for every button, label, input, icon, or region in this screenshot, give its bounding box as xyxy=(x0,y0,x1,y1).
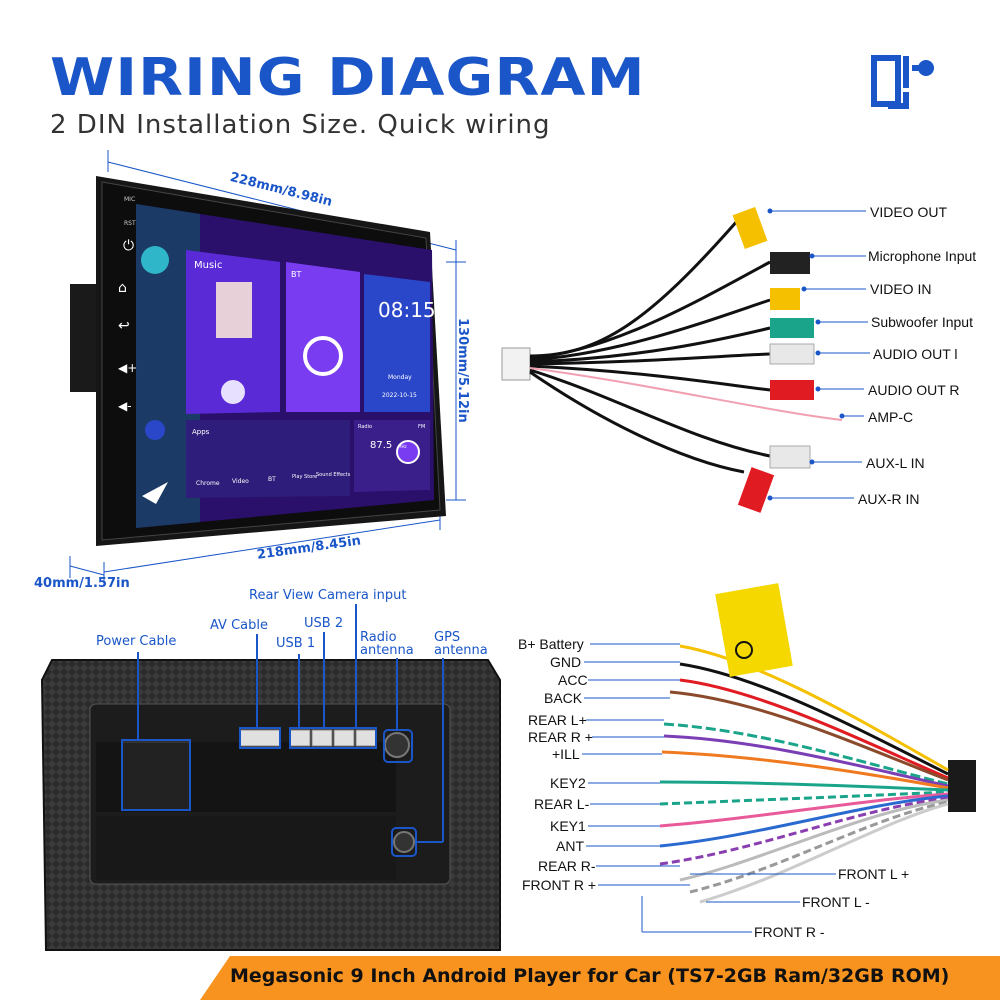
port-label-av-cable: AV Cable xyxy=(210,618,268,633)
port-label-gps-antenna-2: antenna xyxy=(434,643,488,658)
svg-text:◀+: ◀+ xyxy=(118,361,137,375)
screen-clock-date: 2022-10-15 xyxy=(382,392,417,399)
harness-label-b-battery: B+ Battery xyxy=(518,636,584,652)
harness-label-front-l-plus: FRONT L + xyxy=(838,866,910,882)
dimension-depth: 40mm/1.57in xyxy=(34,576,130,591)
harness-label-ill: +ILL xyxy=(552,746,580,762)
rca-label-subwoofer-input: Subwoofer Input xyxy=(871,314,973,330)
svg-text:⏻: ⏻ xyxy=(123,238,134,254)
screen-app-chrome: Chrome xyxy=(196,480,220,487)
screen-apps-label: Apps xyxy=(192,428,210,436)
screen-bt-label: BT xyxy=(291,270,302,279)
screen-app-play-store: Play Store xyxy=(292,474,318,480)
svg-text:◀-: ◀- xyxy=(118,399,132,413)
rca-label-microphone-input: Microphone Input xyxy=(868,248,977,264)
port-label-usb1: USB 1 xyxy=(276,636,316,651)
page-subtitle: 2 DIN Installation Size. Quick wiring xyxy=(50,110,551,140)
screen-radio-band: FM xyxy=(418,424,426,430)
rca-label-amp-c: AMP-C xyxy=(868,409,914,425)
harness-label-key1: KEY1 xyxy=(550,818,586,834)
svg-text:⌂: ⌂ xyxy=(118,280,127,296)
harness-label-back: BACK xyxy=(544,690,583,706)
harness-label-front-r-plus: FRONT R + xyxy=(522,877,597,893)
port-label-gps-antenna-1: GPS xyxy=(434,630,461,645)
rca-label-video-out: VIDEO OUT xyxy=(870,204,948,220)
svg-text:↩: ↩ xyxy=(118,318,130,334)
harness-label-gnd: GND xyxy=(550,654,582,670)
port-label-usb2: USB 2 xyxy=(304,616,344,631)
harness-label-front-r-minus: FRONT R - xyxy=(754,924,825,940)
harness-label-key2: KEY2 xyxy=(550,775,586,791)
rca-label-aux-r-in: AUX-R IN xyxy=(858,491,920,507)
screen-radio-unit: MHz xyxy=(398,444,407,449)
harness-label-ant: ANT xyxy=(556,838,584,854)
port-label-power-cable: Power Cable xyxy=(96,634,177,649)
side-label-rst: RST xyxy=(124,220,136,227)
screen-music-label: Music xyxy=(194,260,223,271)
footer-banner: Megasonic 9 Inch Android Player for Car … xyxy=(200,956,1000,1000)
port-label-radio-antenna-1: Radio xyxy=(360,630,397,645)
screen-clock-time: 08:15 xyxy=(378,298,436,322)
harness-label-rear-r-plus: REAR R + xyxy=(528,729,593,745)
harness-label-rear-l-minus: REAR L- xyxy=(534,796,590,812)
screen-app-video: Video xyxy=(232,478,249,485)
rca-label-audio-out-r: AUDIO OUT R xyxy=(868,382,960,398)
footer-product-name: Megasonic 9 Inch Android Player for Car … xyxy=(230,965,950,987)
harness-label-acc: ACC xyxy=(558,672,588,688)
side-label-mic: MIC xyxy=(124,196,136,203)
port-label-rear-camera: Rear View Camera input xyxy=(249,588,407,603)
port-label-radio-antenna-2: antenna xyxy=(360,643,414,658)
rca-label-aux-l-in: AUX-L IN xyxy=(866,455,925,471)
harness-label-rear-l-plus: REAR L+ xyxy=(528,712,587,728)
screen-clock-day: Monday xyxy=(388,374,412,381)
screen-app-sound-effects: Sound Effects xyxy=(316,472,351,478)
harness-label-rear-r-minus: REAR R- xyxy=(538,858,596,874)
page-title: WIRING DIAGRAM xyxy=(50,48,646,108)
screen-app-bt: BT xyxy=(268,476,276,483)
rca-label-video-in: VIDEO IN xyxy=(870,281,932,297)
rca-label-audio-out-l: AUDIO OUT l xyxy=(873,346,958,362)
brand-logo-icon xyxy=(871,55,934,109)
screen-radio-freq: 87.5 xyxy=(370,440,393,451)
harness-label-front-l-minus: FRONT L - xyxy=(802,894,870,910)
screen-radio-label: Radio xyxy=(358,424,373,430)
